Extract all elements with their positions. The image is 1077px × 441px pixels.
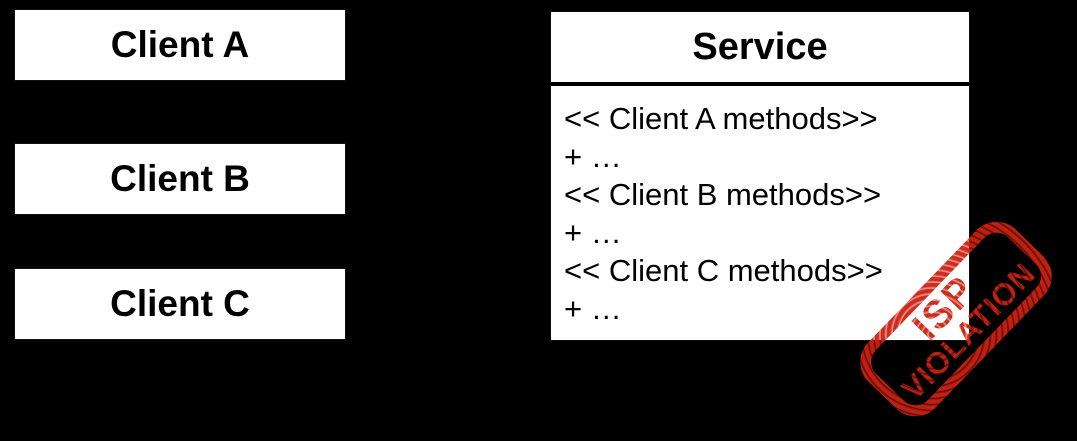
service-divider — [551, 82, 969, 86]
client-c-label: Client C — [110, 283, 250, 324]
client-c-box: Client C — [14, 268, 346, 340]
service-title: Service — [692, 25, 828, 68]
service-header: Service — [551, 12, 969, 82]
service-method-line: + … — [564, 215, 622, 250]
service-method-line: + … — [564, 139, 622, 174]
service-box: Service << Client A methods>> + … << Cli… — [550, 11, 970, 341]
service-method-line: << Client C methods>> — [564, 253, 883, 288]
service-method-line: + … — [564, 291, 622, 326]
service-method-line: << Client B methods>> — [564, 177, 882, 212]
client-b-label: Client B — [110, 158, 250, 199]
service-method-list: << Client A methods>> + … << Client B me… — [551, 86, 969, 340]
client-b-box: Client B — [14, 143, 346, 215]
service-method-line: << Client A methods>> — [564, 101, 878, 136]
client-a-label: Client A — [110, 24, 250, 65]
client-a-box: Client A — [14, 9, 346, 81]
